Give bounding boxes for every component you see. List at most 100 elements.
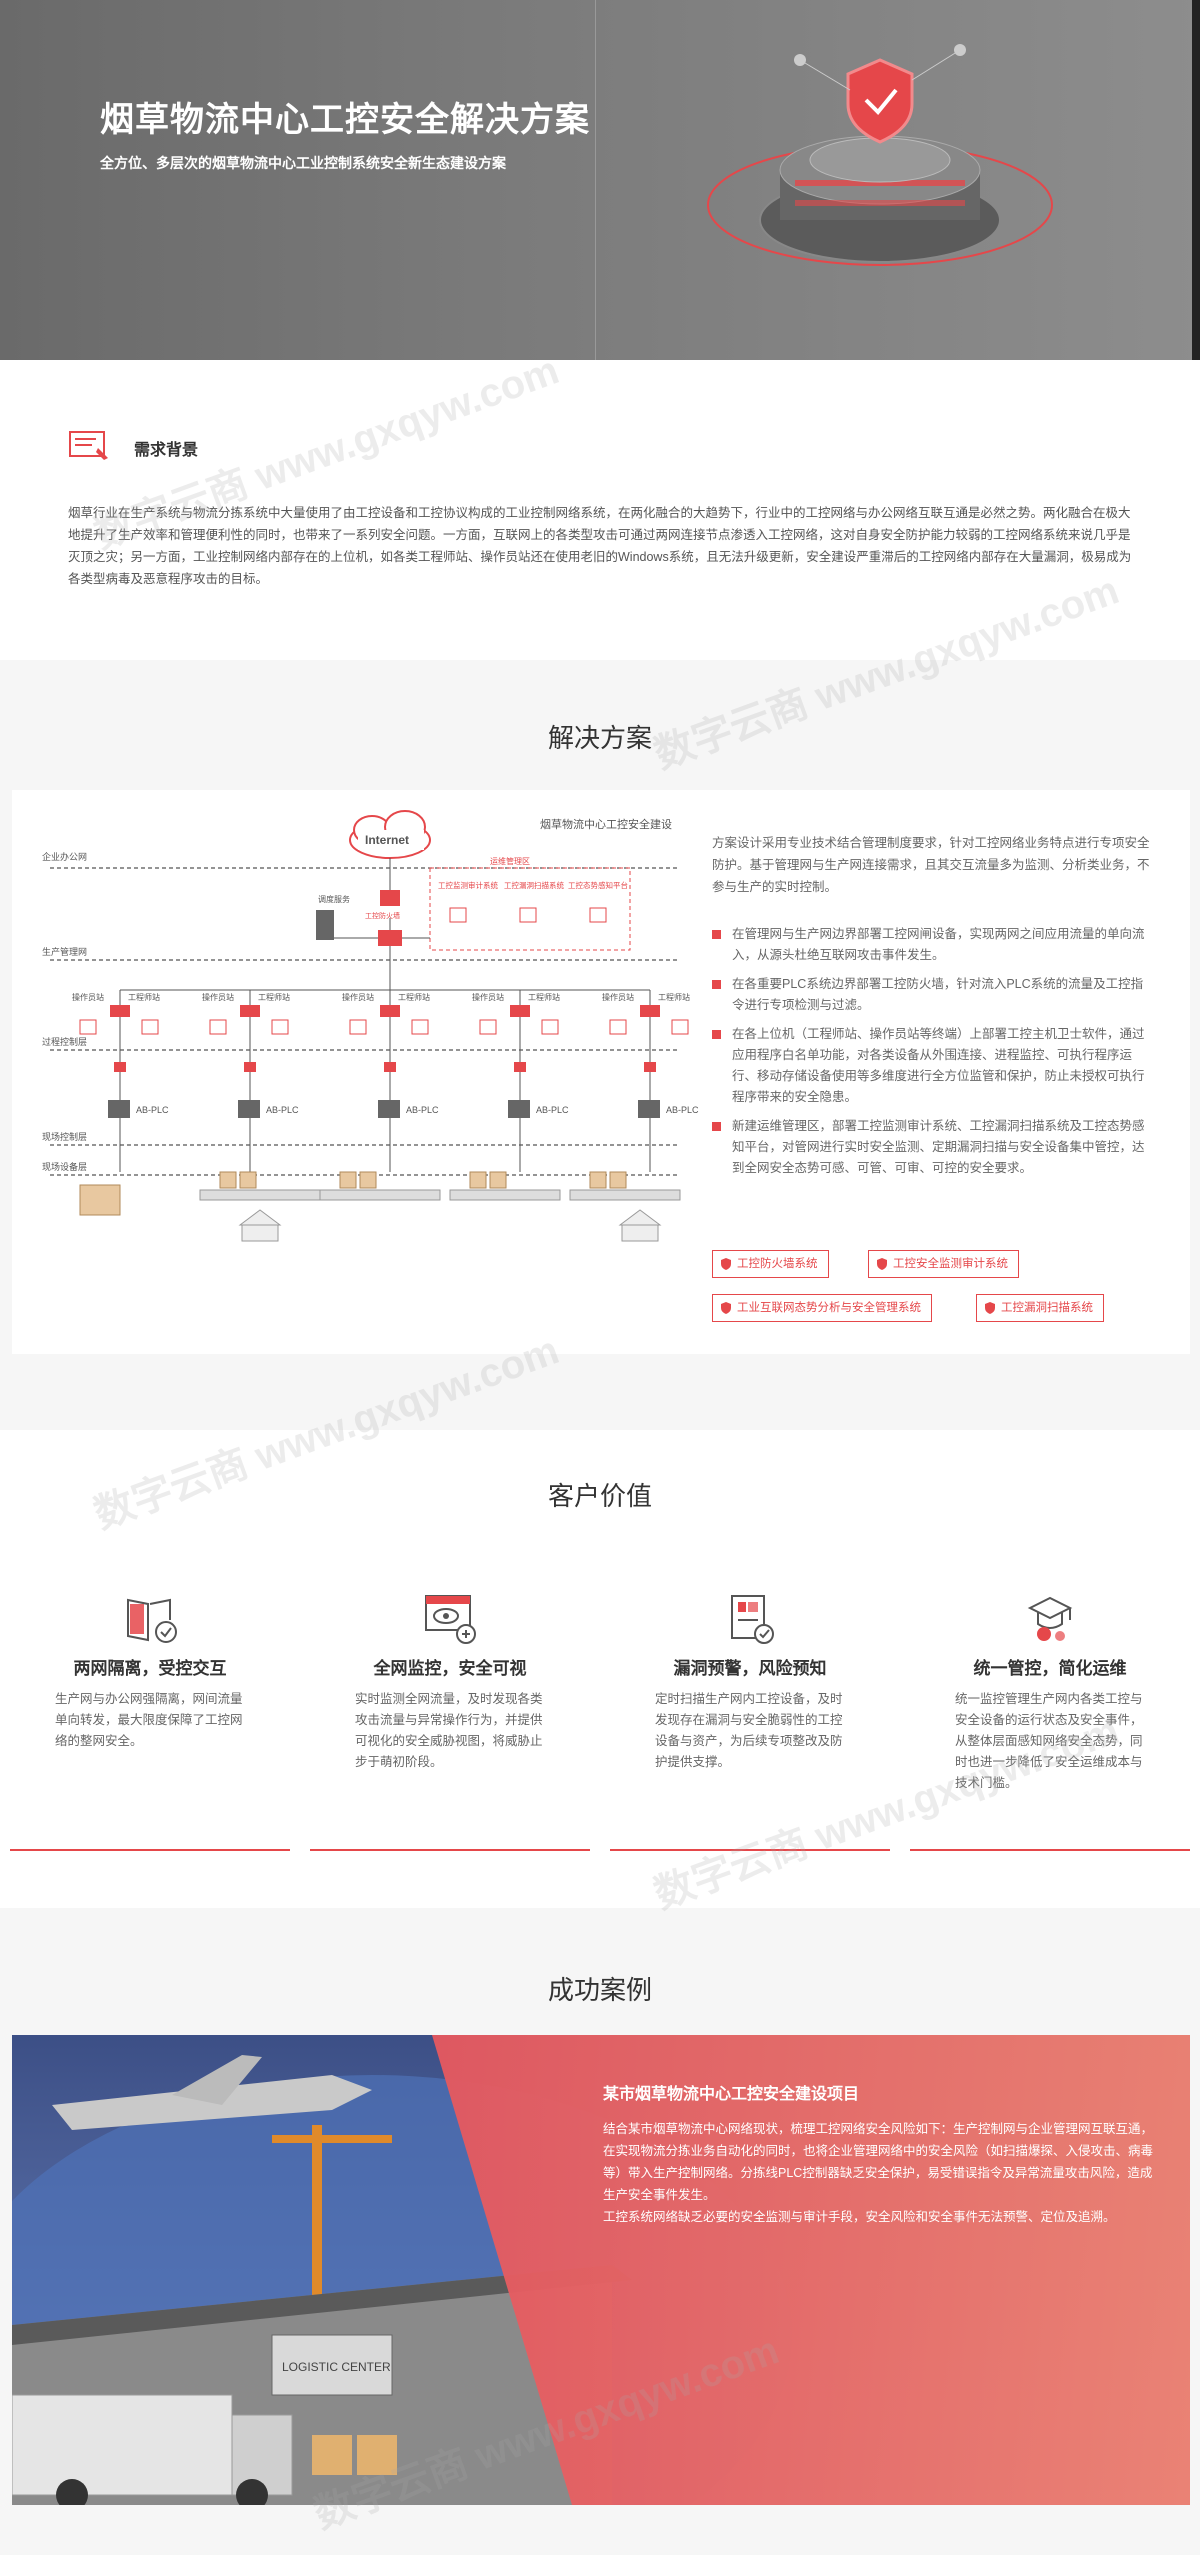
page-subtitle: 全方位、多层次的烟草物流中心工业控制系统安全新生态建设方案	[100, 155, 506, 171]
industrial-firewall-icon	[114, 1062, 126, 1072]
svg-text:工控监测审计系统: 工控监测审计系统	[438, 880, 498, 890]
case-title: 成功案例	[547, 1975, 652, 2005]
value-title: 客户价值	[547, 1481, 652, 1511]
tag-firewall-system[interactable]: 工控防火墙系统	[712, 1250, 829, 1278]
plc-icon	[638, 1100, 660, 1118]
switch-icon	[110, 1005, 130, 1017]
station-label: 操作员站	[202, 992, 234, 1002]
workstation-icon	[541, 1019, 559, 1035]
building-sign: LOGISTIC CENTER	[282, 2360, 391, 2374]
value-item-desc: 实时监测全网流量，及时发现各类攻击流量与异常操作行为，并提供可视化的安全威胁视图…	[355, 1692, 543, 1769]
plc-label: AB-PLC	[536, 1105, 569, 1115]
hero-banner: 烟草物流中心工控安全解决方案 全方位、多层次的烟草物流中心工业控制系统安全新生态…	[0, 0, 1200, 360]
solution-intro: 方案设计采用专业技术结合管理制度要求，针对工控网络业务特点进行专项安全防护。基于…	[712, 836, 1150, 894]
zone-label: 生产管理网	[42, 946, 87, 957]
core-switch-icon	[378, 930, 402, 946]
ops-device-icon	[519, 907, 537, 923]
tag-situation-system[interactable]: 工业互联网态势分析与安全管理系统	[712, 1294, 932, 1322]
zone-label: 现场控制层	[42, 1131, 87, 1142]
book-shield-icon	[127, 1598, 177, 1643]
plc-icon	[108, 1100, 130, 1118]
station-label: 操作员站	[342, 992, 374, 1002]
shield-icon	[985, 1302, 995, 1314]
industrial-firewall-icon	[644, 1062, 656, 1072]
case-content: 某市烟草物流中心工控安全建设项目 结合某市烟草物流中心网络现状，梳理工控网络安全…	[603, 2080, 1163, 2228]
value-item-title: 漏洞预警，风险预知	[673, 1659, 827, 1678]
graduate-chart-icon	[1027, 1596, 1073, 1641]
workstation-icon	[79, 1019, 97, 1035]
case-paragraph: 工控系统网络缺乏必要的安全监测与审计手段，安全风险和安全事件无法预警、定位及追溯…	[603, 2210, 1116, 2224]
industrial-firewall-icon	[384, 1062, 396, 1072]
bullet-square-icon	[712, 980, 721, 989]
internet-label: Internet	[365, 833, 409, 847]
station-label: 工程师站	[128, 992, 160, 1002]
solution-title: 解决方案	[547, 723, 652, 753]
background-icon	[69, 431, 108, 460]
case-paragraph: 结合某市烟草物流中心网络现状，梳理工控网络安全风险如下：生产控制网与企业管理网互…	[603, 2122, 1154, 2202]
workstation-icon	[479, 1019, 497, 1035]
value-item-desc: 定时扫描生产网内工控设备，及时发现存在漏洞与安全脆弱性的工控设备与资产，为后续专…	[655, 1692, 843, 1769]
dispatch-label: 调度服务	[318, 894, 350, 904]
plc-icon	[378, 1100, 400, 1118]
plc-label: AB-PLC	[406, 1105, 439, 1115]
value-item-desc: 生产网与办公网强隔离，网间流量单向转发，最大限度保障了工控网络的整网安全。	[55, 1692, 243, 1748]
shield-icon	[721, 1258, 731, 1270]
shield-icon	[877, 1258, 887, 1270]
shield-platform-icon	[707, 44, 1053, 266]
solution-bullet: 在各重要PLC系统边界部署工控防火墙，针对流入PLC系统的流量及工控指令进行专项…	[712, 974, 1152, 1016]
monitor-eye-icon	[425, 1595, 476, 1644]
plc-icon	[508, 1100, 530, 1118]
workstation-icon	[141, 1019, 159, 1035]
page-title: 烟草物流中心工控安全解决方案	[100, 101, 590, 139]
value-item: 统一管控，简化运维 统一监控管理生产网内各类工控与安全设备的运行状态及安全事件，…	[915, 1590, 1185, 1794]
diagram-caption: 烟草物流中心工控安全建设	[540, 817, 672, 831]
station-label: 操作员站	[472, 992, 504, 1002]
dispatch-server-icon	[316, 910, 334, 940]
switch-icon	[640, 1005, 660, 1017]
tag-vuln-scan-system[interactable]: 工控漏洞扫描系统	[976, 1294, 1104, 1322]
station-label: 工程师站	[528, 992, 560, 1002]
firewall-icon: 工控防火墙	[365, 890, 400, 920]
workstation-icon	[349, 1019, 367, 1035]
value-divider	[610, 1849, 890, 1851]
zone-label: 企业办公网	[42, 851, 87, 862]
plc-label: AB-PLC	[666, 1105, 699, 1115]
ops-device-icon	[589, 907, 607, 923]
station-label: 操作员站	[602, 992, 634, 1002]
switch-icon	[510, 1005, 530, 1017]
workstation-icon	[671, 1019, 689, 1035]
value-item-title: 统一管控，简化运维	[973, 1659, 1127, 1678]
switch-icon	[380, 1005, 400, 1017]
industrial-firewall-icon	[514, 1062, 526, 1072]
solution-bullets: 在管理网与生产网边界部署工控网闸设备，实现两网之间应用流量的单向流入，从源头杜绝…	[712, 924, 1152, 1187]
zone-label: 过程控制层	[42, 1036, 87, 1047]
ops-zone	[429, 867, 631, 951]
network-diagram: 烟草物流中心工控安全建设 企业办公网 生产管理网 过程控制层 现场控制层 现场设…	[42, 810, 699, 1242]
svg-text:工控漏洞扫描系统: 工控漏洞扫描系统	[504, 880, 564, 890]
hero-edge	[1192, 0, 1200, 360]
value-divider	[910, 1849, 1190, 1851]
background-paragraph: 烟草行业在生产系统与物流分拣系统中大量使用了由工控设备和工控协议构成的工业控制网…	[68, 506, 1132, 586]
shield-icon	[721, 1302, 731, 1314]
value-item-desc: 统一监控管理生产网内各类工控与安全设备的运行状态及安全事件，从整体层面感知网络安…	[955, 1692, 1143, 1790]
svg-text:运维管理区: 运维管理区	[490, 856, 530, 866]
station-label: 工程师站	[258, 992, 290, 1002]
value-item-title: 全网监控，安全可视	[373, 1659, 527, 1678]
ops-device-icon	[449, 907, 467, 923]
bullet-square-icon	[712, 930, 721, 939]
svg-text:工控态势感知平台: 工控态势感知平台	[568, 880, 628, 890]
station-label: 操作员站	[72, 992, 104, 1002]
internet-cloud-icon: Internet	[349, 810, 431, 859]
solution-bullet: 新建运维管理区，部署工控监测审计系统、工控漏洞扫描系统及工控态势感知平台，对管网…	[712, 1116, 1152, 1179]
value-item-title: 两网隔离，受控交互	[73, 1659, 227, 1678]
value-divider	[10, 1849, 290, 1851]
zone-label: 现场设备层	[42, 1161, 87, 1172]
hero-divider	[595, 0, 596, 360]
case-project-title: 某市烟草物流中心工控安全建设项目	[603, 2086, 860, 2103]
industrial-firewall-icon	[244, 1062, 256, 1072]
clipboard-warning-icon	[731, 1595, 774, 1644]
value-item: 两网隔离，受控交互 生产网与办公网强隔离，网间流量单向转发，最大限度保障了工控网…	[15, 1590, 285, 1752]
value-divider	[310, 1849, 590, 1851]
tag-audit-system[interactable]: 工控安全监测审计系统	[868, 1250, 1019, 1278]
station-label: 工程师站	[658, 992, 690, 1002]
